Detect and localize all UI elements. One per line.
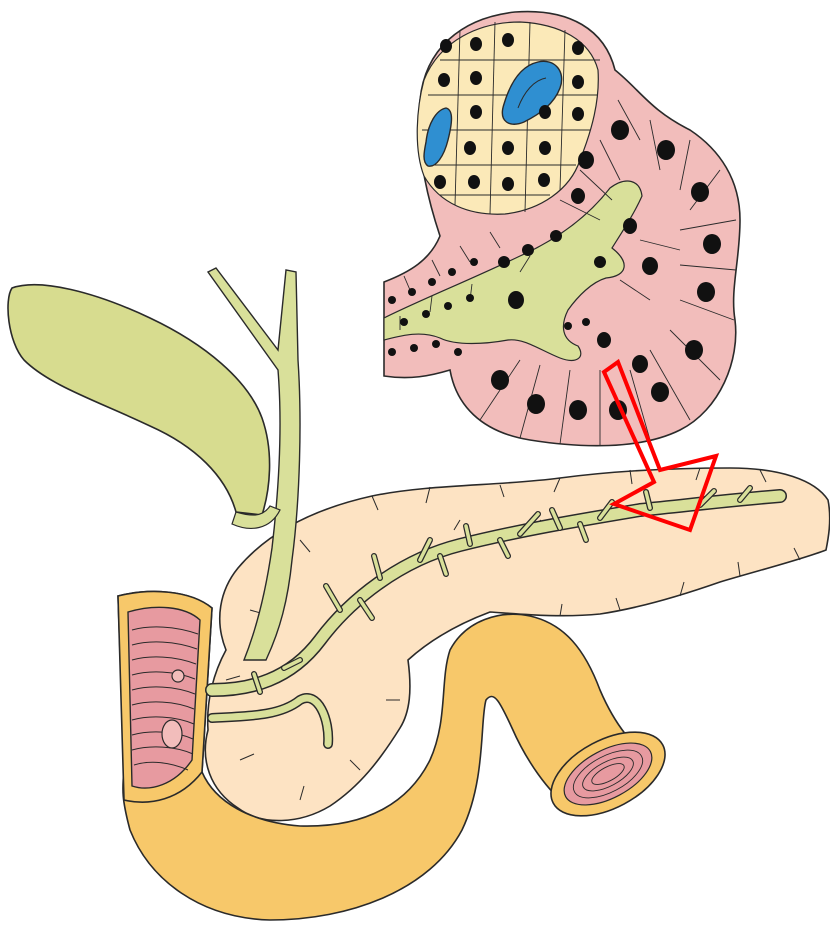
duodenum-lumen-left [128,607,200,788]
papilla-minor [172,670,184,682]
papilla-major [162,720,182,748]
gallbladder [8,285,270,515]
acinus-inset [384,12,740,446]
